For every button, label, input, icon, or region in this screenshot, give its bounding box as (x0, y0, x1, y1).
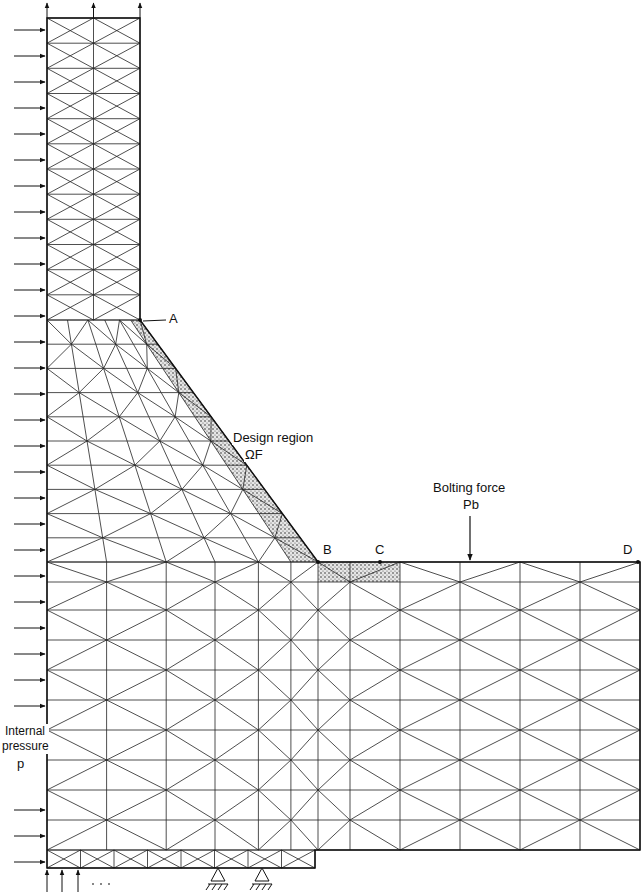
pressure-arrow (14, 472, 45, 473)
design-region-shading (131, 320, 400, 582)
pressure-arrow (14, 524, 45, 525)
axial-load-arrow (47, 3, 48, 18)
pressure-arrow (14, 134, 45, 135)
vertex-mark (378, 560, 382, 564)
fe-mesh (47, 18, 640, 868)
vertex-mark (316, 560, 320, 564)
pressure-arrow (14, 238, 45, 239)
pressure-arrow (14, 862, 45, 863)
figure-label: B (322, 542, 333, 557)
figure-label: Internal pressure (1, 724, 49, 754)
leader-line (143, 320, 166, 321)
pressure-arrow (14, 108, 45, 109)
pressure-arrow (14, 680, 45, 681)
pressure-arrow (14, 550, 45, 551)
reaction-arrow (62, 870, 63, 892)
ellipsis-dots (92, 883, 110, 884)
pressure-arrow (14, 706, 45, 707)
axial-load-arrow (140, 3, 141, 18)
figure-label: p (16, 756, 25, 771)
pressure-arrow (14, 576, 45, 577)
pressure-arrow (14, 836, 45, 837)
support-symbol (211, 868, 225, 881)
pressure-arrow (14, 654, 45, 655)
flange-outline (47, 18, 640, 868)
pressure-arrow (14, 212, 45, 213)
pressure-arrow (14, 810, 45, 811)
pressure-arrow (14, 160, 45, 161)
pressure-arrow (14, 368, 45, 369)
figure-label: C (374, 542, 385, 557)
figure-label: A (168, 311, 179, 326)
pressure-arrow (14, 342, 45, 343)
pressure-arrow (14, 290, 45, 291)
figure-label: Design region (232, 430, 314, 445)
axial-load-arrow (93, 3, 94, 18)
pressure-arrow (14, 498, 45, 499)
pressure-arrow (14, 628, 45, 629)
figure-label: Bolting force (432, 480, 506, 495)
pressure-arrow (14, 30, 45, 31)
pressure-arrow (14, 420, 45, 421)
bolting-force-arrow (469, 516, 470, 560)
pressure-arrow (14, 56, 45, 57)
figure-label: Pb (462, 497, 480, 512)
pressure-arrow (14, 264, 45, 265)
support-hatch (206, 884, 228, 890)
pressure-arrow (14, 82, 45, 83)
reaction-arrow (78, 870, 79, 892)
reaction-arrow (47, 870, 48, 892)
vertex-mark (138, 318, 142, 322)
pressure-arrow (14, 186, 45, 187)
pressure-arrow (14, 394, 45, 395)
figure-label: D (622, 542, 633, 557)
pressure-arrow (14, 446, 45, 447)
pressure-arrow (14, 602, 45, 603)
support-hatch (250, 884, 272, 890)
vertex-mark (636, 560, 640, 564)
figure-label: ΩF (244, 447, 264, 462)
pressure-arrow (14, 316, 45, 317)
support-symbol (255, 868, 269, 881)
